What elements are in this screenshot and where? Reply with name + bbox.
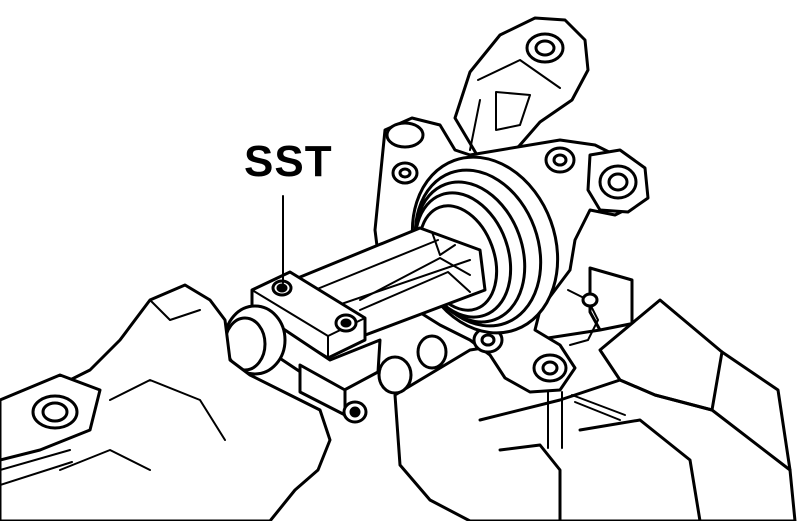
hand-finger-line-2: [59, 449, 151, 471]
knuckle-lower-edge: [567, 289, 599, 346]
knuckle-bolt-lower-right-inner: [541, 360, 559, 376]
sst-bolt-right-center: [340, 318, 352, 328]
vise-edge-2: [478, 378, 622, 422]
vise-slot-2: [578, 418, 702, 523]
sst-arm-2: [359, 271, 471, 311]
upper-arm-bolt-hole-inner: [534, 39, 556, 57]
knuckle-small-bolt: [581, 292, 599, 308]
knuckle-arm-edge: [477, 59, 561, 89]
sst-arm: [359, 257, 471, 301]
hand: [0, 283, 332, 523]
sst-rod-end-2: [416, 334, 448, 370]
left-fixture-ring-inner: [41, 401, 69, 423]
knuckle-bolt-lower-left-inner: [480, 333, 496, 347]
sst-callout-label: SST: [244, 137, 333, 186]
knuckle-ear-hole-inner: [607, 172, 629, 192]
hand-finger-line: [109, 379, 226, 441]
left-fixture: [0, 373, 102, 462]
knuckle-arm-edge-2: [469, 99, 481, 151]
vise-slot: [498, 443, 562, 523]
knuckle-recess: [495, 91, 531, 131]
left-fixture-rod: [0, 449, 71, 471]
special-service-tool: [223, 226, 487, 424]
left-fixture-rod-2: [0, 461, 73, 486]
knuckle-bolt-hole-right-inner: [552, 153, 568, 167]
sst-shaft-line: [299, 239, 439, 297]
sst-rod-end: [377, 355, 413, 395]
vise-handle: [571, 394, 626, 416]
hand-knuckle: [149, 299, 201, 321]
vise-handle-2: [574, 401, 621, 421]
sst-bolt-left-center: [276, 283, 288, 293]
knuckle-boss-top-left: [385, 121, 425, 149]
vise-body: [393, 316, 797, 523]
vise-edge: [618, 378, 792, 472]
knuckle-upper-arm: [453, 16, 590, 162]
sst-tip: [431, 231, 456, 256]
knuckle-bolt-hole-left-inner: [398, 167, 412, 179]
sst-small-screw-center: [349, 406, 361, 418]
left-fixture-ring: [31, 394, 79, 430]
vise: [393, 266, 797, 523]
